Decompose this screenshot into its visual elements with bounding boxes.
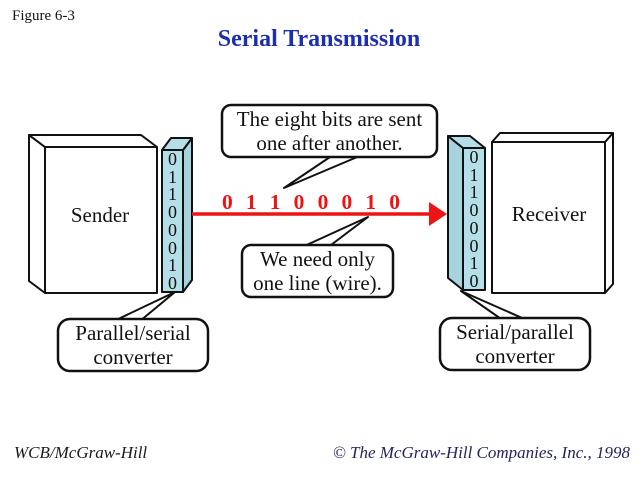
parallel-serial-callout-tail <box>113 291 176 322</box>
sender-label: Sender <box>71 203 129 227</box>
serial-wire: 0 1 1 0 0 0 1 0 <box>192 190 447 226</box>
serial-parallel-callout-tail <box>460 290 530 322</box>
callout-top-text: The eight bits are sent one after anothe… <box>236 107 423 155</box>
receiver-label: Receiver <box>512 202 587 226</box>
receiver-bits-column: 0 1 1 0 0 0 1 0 <box>469 147 479 291</box>
sender-bits-column: 0 1 1 0 0 0 1 0 <box>168 149 177 293</box>
callout-bottom-tail <box>299 216 369 249</box>
receiver-box-top-face <box>491 132 614 143</box>
receiver-strip <box>447 135 486 291</box>
callout-top-tail <box>283 154 363 189</box>
figure-label: Figure 6-3 <box>12 8 75 24</box>
sender-box-top-face <box>28 134 158 148</box>
serial-parallel-callout-bubble <box>438 316 592 372</box>
page-title: Serial Transmission <box>217 26 421 52</box>
sender-box <box>28 134 158 294</box>
wire-arrowhead-icon <box>429 202 447 226</box>
sender-strip <box>161 137 193 293</box>
parallel-serial-callout-bubble <box>56 317 210 373</box>
parallel-serial-converter-label: Parallel/serial converter <box>75 321 191 369</box>
receiver-strip-front-face <box>462 147 486 291</box>
sender-box-left-face <box>28 134 46 294</box>
sender-strip-front-face <box>161 149 184 293</box>
sender-box-front-face <box>44 146 158 294</box>
footer-publisher: WCB/McGraw-Hill <box>14 443 148 462</box>
receiver-box <box>491 132 614 294</box>
receiver-box-right-face <box>604 132 614 294</box>
callout-bottom-text: We need only one line (wire). <box>253 247 382 295</box>
callout-top-bubble <box>220 103 439 159</box>
serial-parallel-converter-label: Serial/parallel converter <box>456 320 574 368</box>
footer-copyright: © The McGraw-Hill Companies, Inc., 1998 <box>332 443 630 462</box>
serial-bits-text: 0 1 1 0 0 0 1 0 <box>222 190 400 214</box>
callout-bottom-bubble <box>240 243 395 299</box>
receiver-box-front-face <box>491 141 606 294</box>
